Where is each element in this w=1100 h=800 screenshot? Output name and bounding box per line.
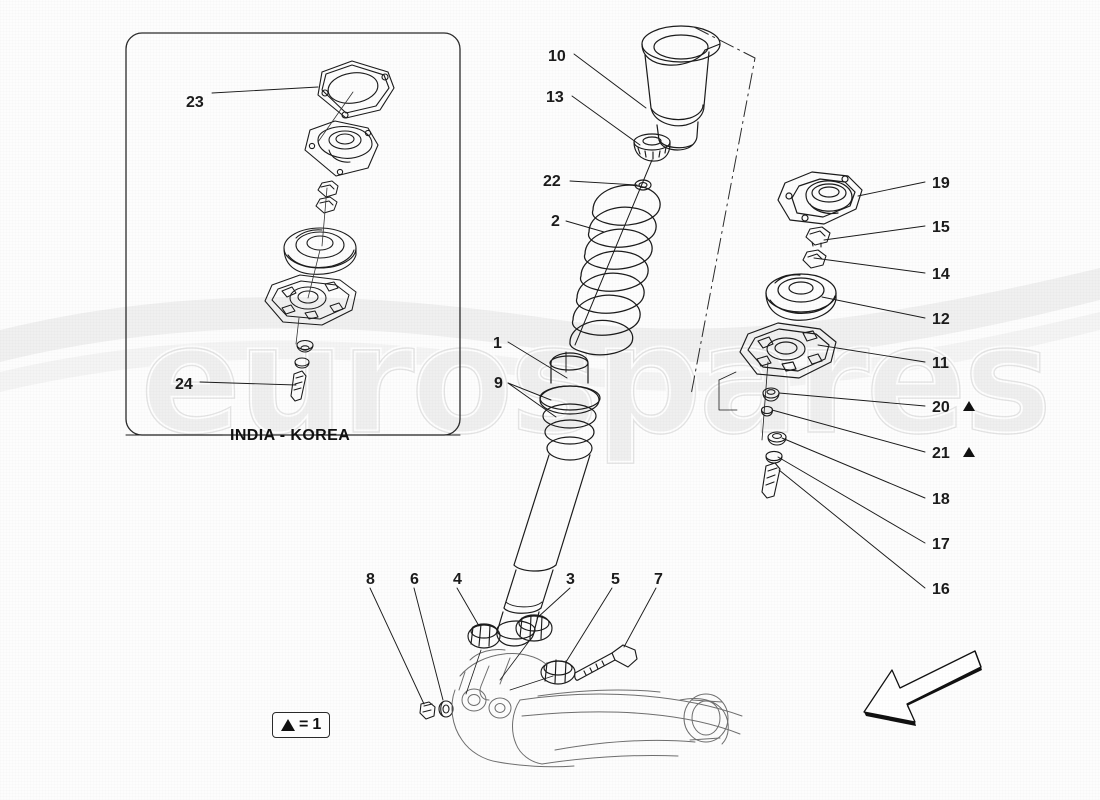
callout-9[interactable]: 9: [494, 376, 503, 392]
watermark-swoosh-upper: [0, 268, 1100, 362]
callout-15-text: 15: [932, 219, 950, 236]
watermark-text: eurospares eurospares: [138, 292, 1055, 471]
legend-value-text: 1: [312, 716, 322, 733]
svg-text:eurospares: eurospares: [140, 294, 1048, 468]
callout-13[interactable]: 13: [546, 90, 564, 106]
inset-region-label: INDIA - KOREA: [230, 427, 351, 444]
watermark-swoosh-lower: [0, 312, 1100, 392]
part-19-strut-mount: [777, 171, 863, 225]
part-13-bush: [633, 133, 671, 162]
direction-arrow-icon: [863, 650, 982, 723]
callout-16[interactable]: 16: [932, 582, 950, 598]
inset-assembly-axis: [295, 91, 354, 345]
callout-21[interactable]: 21: [932, 445, 976, 462]
callout-19[interactable]: 19: [932, 176, 950, 192]
part-15-nut: [805, 226, 831, 248]
callout-10[interactable]: 10: [548, 49, 566, 65]
callout-1[interactable]: 1: [493, 336, 502, 352]
part-1-shock-absorber: [496, 351, 601, 647]
callout-7-text: 7: [654, 571, 663, 588]
callout-2-text: 2: [551, 213, 560, 230]
callout-20-text: 20: [932, 399, 950, 416]
legend-equals-text: =: [299, 716, 309, 733]
part-16-bolt: [761, 462, 781, 499]
callout-6[interactable]: 6: [410, 572, 419, 588]
callout-10-text: 10: [548, 48, 566, 65]
part-7-bolt: [574, 644, 638, 681]
part-4-bushing: [467, 623, 501, 649]
part-8-nut: [419, 701, 436, 720]
part-5-bushing: [540, 659, 576, 685]
callout-14[interactable]: 14: [932, 267, 950, 283]
assembly-bracket-dashdot: [690, 26, 756, 396]
callout-17[interactable]: 17: [932, 537, 950, 553]
triangle-solid-icon: [281, 719, 295, 731]
part-12-bearing: [765, 273, 837, 321]
part-3-bushing: [515, 614, 553, 642]
inset-part-24-bolt: [290, 339, 314, 402]
callout-18[interactable]: 18: [932, 492, 950, 508]
inset-part-strut-mount: [304, 120, 379, 177]
callout-3-text: 3: [566, 571, 575, 588]
callout-18-text: 18: [932, 491, 950, 508]
callout-14-text: 14: [932, 266, 950, 283]
direction-arrow-shadow: [864, 667, 982, 726]
callout-23-text: 23: [186, 94, 204, 111]
callout-11-text: 11: [932, 355, 949, 372]
callout-2[interactable]: 2: [551, 214, 560, 230]
callout-24-text: 24: [175, 376, 193, 393]
callout-24[interactable]: 24: [175, 377, 193, 393]
callout-22[interactable]: 22: [543, 174, 561, 190]
callout-22-text: 22: [543, 173, 561, 190]
inset-part-small-fasteners: [315, 180, 339, 214]
part-17-washer: [765, 450, 783, 464]
part-11-plate: [739, 322, 837, 379]
callout-21-text: 21: [932, 445, 950, 462]
callout-4-text: 4: [453, 571, 462, 588]
callout-19-text: 19: [932, 175, 950, 192]
triangle-marker-icon: [963, 447, 976, 457]
callout-13-text: 13: [546, 89, 564, 106]
part-18-washer: [767, 431, 787, 446]
part-10-dust-cover: [641, 25, 721, 151]
part-21-ring: [760, 405, 774, 417]
callout-3[interactable]: 3: [566, 572, 575, 588]
callout-1-text: 1: [493, 335, 502, 352]
callout-23[interactable]: 23: [186, 95, 204, 111]
lower-wishbone: [451, 649, 743, 768]
part-2-coil-spring: [569, 159, 661, 356]
inset-part-hole-plate: [264, 274, 357, 326]
leader-lines: [199, 53, 926, 705]
inset-part-23-top-plate: [317, 60, 395, 119]
callout-12[interactable]: 12: [932, 312, 950, 328]
callout-12-text: 12: [932, 311, 950, 328]
callout-8-text: 8: [366, 571, 375, 588]
callout-15[interactable]: 15: [932, 220, 950, 236]
callout-7[interactable]: 7: [654, 572, 663, 588]
part-6-washer: [438, 700, 454, 718]
callout-5-text: 5: [611, 571, 620, 588]
triangle-marker-icon: [963, 401, 976, 411]
callout-20[interactable]: 20: [932, 399, 976, 416]
callout-6-text: 6: [410, 571, 419, 588]
callout-5[interactable]: 5: [611, 572, 620, 588]
part-14-washer: [802, 249, 827, 269]
callout-17-text: 17: [932, 536, 950, 553]
inset-panel: [125, 32, 461, 436]
callout-9-text: 9: [494, 375, 503, 392]
inset-part-bearing: [283, 227, 357, 275]
legend-triangle-equals-one: = 1: [272, 712, 331, 738]
callout-4[interactable]: 4: [453, 572, 462, 588]
callout-16-text: 16: [932, 581, 950, 598]
callout-8[interactable]: 8: [366, 572, 375, 588]
callout-11[interactable]: 11: [932, 356, 949, 372]
